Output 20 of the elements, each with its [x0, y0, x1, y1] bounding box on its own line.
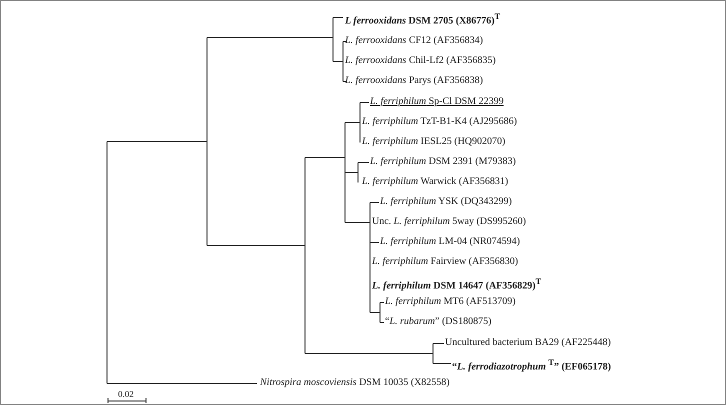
taxon-label: L ferrooxidans DSM 2705 (X86776)$^{T}$: [345, 11, 500, 28]
taxon-label: L. ferriphilum DSM 14647 (AF356829)$^{T}$: [372, 276, 542, 292]
taxon-label: Unc. L. ferriphilum 5way (DS995260): [372, 216, 526, 228]
taxon-label: L. ferriphilum TzT-B1-K4 (AJ295686): [362, 116, 518, 128]
taxon-label: Uncultured bacterium BA29 (AF225448): [445, 337, 611, 349]
taxon-label: L. ferriphilum IESL25 (HQ902070): [362, 136, 506, 148]
taxon-label: L. ferriphilum Warwick (AF356831): [362, 176, 508, 188]
taxon-label: L. ferrooxidans CF12 (AF356834): [345, 35, 483, 47]
taxon-label: L. ferrooxidans Chil-Lf2 (AF356835): [345, 55, 496, 67]
taxon-label: L. ferriphilum Fairview (AF356830): [372, 256, 518, 268]
taxon-label: L. ferriphilum LM-04 (NR074594): [380, 236, 520, 248]
taxon-label: L. ferriphilum YSK (DQ343299): [380, 196, 512, 208]
taxon-label: L. ferriphilum MT6 (AF513709): [385, 296, 516, 308]
scale-label: 0.02: [118, 390, 134, 399]
taxon-label: “L. rubarum” (DS180875): [385, 316, 492, 328]
taxon-label: L. ferriphilum Sp-Cl DSM 22399: [370, 96, 504, 108]
taxon-label: “L. ferrodiazotrophum $^{T}$” (EF065178): [452, 357, 611, 374]
taxon-label: L. ferrooxidans Parys (AF356838): [345, 75, 483, 87]
taxon-label: L. ferriphilum DSM 2391 (M79383): [370, 156, 516, 168]
taxon-label: Nitrospira moscoviensis DSM 10035 (X82558): [260, 377, 450, 389]
